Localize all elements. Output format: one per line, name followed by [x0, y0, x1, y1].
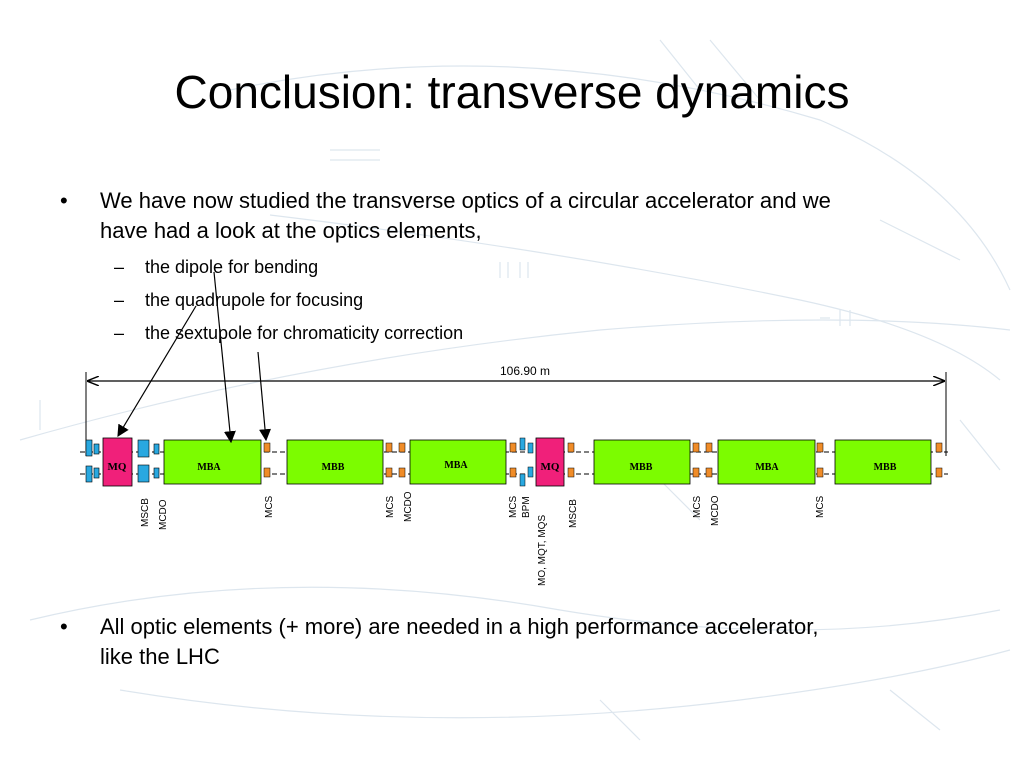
dipole-mba: [163, 439, 262, 485]
corrector-mqt: [527, 466, 534, 478]
bpm: [519, 473, 526, 487]
magnet-label: MBB: [322, 462, 345, 473]
corrector-mscb: [567, 467, 575, 478]
corrector-mcs: [385, 467, 393, 478]
sub-bullet-marker: –: [114, 257, 125, 277]
corrector-mcdo: [398, 442, 406, 453]
corrector-mcs: [263, 442, 271, 453]
corrector-mcs: [509, 467, 517, 478]
corrector-blue-left: [93, 467, 100, 479]
element-label: MCS: [508, 495, 519, 518]
element-label: MCS: [692, 495, 703, 518]
arrow-quadrupole-to-mq: [117, 305, 197, 438]
element-label: MCS: [815, 495, 826, 518]
corrector-blue-left: [85, 439, 93, 457]
corrector-mcdo: [705, 467, 713, 478]
corrector-mcs: [509, 442, 517, 453]
corrector-mcdo: [705, 442, 713, 453]
dipole-mbb: [593, 439, 691, 485]
corrector-mscb: [567, 442, 575, 453]
dimension-label: 106.90 m: [500, 364, 550, 378]
bullet-item: • All optic elements (+ more) are needed…: [60, 612, 980, 672]
dipole-mba: [717, 439, 816, 485]
bullet-item: • We have now studied the transverse opt…: [60, 186, 980, 246]
arrow-sextupole-to-mcs: [257, 351, 271, 442]
quadrupole-mq: [535, 437, 565, 487]
element-label: MCDO: [158, 499, 169, 530]
corrector-mcs: [385, 442, 393, 453]
corrector-mscb: [137, 464, 150, 483]
element-label: BPM: [521, 496, 532, 518]
corrector-mcs: [935, 467, 943, 478]
magnet-label: MQ: [541, 461, 560, 473]
sub-bullet-marker: –: [114, 290, 125, 310]
magnet-label: MBB: [630, 462, 653, 473]
bullet-text-line: like the LHC: [100, 644, 220, 669]
magnet-label: MBA: [755, 462, 779, 473]
element-label: MCS: [264, 495, 275, 518]
sub-item-text: the sextupole for chromaticity correctio…: [145, 323, 464, 343]
bullet-text: We have now studied the transverse optic…: [100, 186, 831, 246]
corrector-mcs: [935, 442, 943, 453]
bullet-marker: •: [60, 614, 68, 639]
sub-bullet-marker: –: [114, 323, 125, 343]
bullet-marker: •: [60, 188, 68, 213]
quadrupole-mq: [102, 437, 133, 487]
corrector-mcdo: [398, 467, 406, 478]
corrector-mscb: [137, 439, 150, 458]
bullet-text-line: We have now studied the transverse optic…: [100, 188, 831, 213]
dipole-mbb: [834, 439, 932, 485]
corrector-mcs: [816, 467, 824, 478]
sub-item-text: the quadrupole for focusing: [145, 290, 364, 310]
sub-item-text: the dipole for bending: [145, 257, 319, 277]
magnet-label: MBB: [874, 462, 897, 473]
corrector-mqt: [527, 442, 534, 454]
element-label: MSCB: [568, 499, 579, 528]
corrector-mcs: [263, 467, 271, 478]
corrector-blue-left: [85, 465, 93, 483]
bpm: [519, 437, 526, 451]
corrector-mcdo: [153, 443, 160, 455]
bullet-text-line: All optic elements (+ more) are needed i…: [100, 614, 819, 639]
bullet-text: All optic elements (+ more) are needed i…: [100, 612, 818, 672]
slide-title: Conclusion: transverse dynamics: [174, 66, 850, 118]
arrow-dipole-to-mba: [213, 271, 236, 444]
corrector-blue-left: [93, 443, 100, 455]
element-label: MO, MQT, MQS: [537, 515, 548, 586]
element-label: MCDO: [403, 491, 414, 522]
magnet-label: MBA: [444, 460, 468, 471]
element-label: MCS: [385, 495, 396, 518]
bullet-text-line: have had a look at the optics elements,: [100, 218, 482, 243]
corrector-mcs: [816, 442, 824, 453]
corrector-mcs: [692, 442, 700, 453]
corrector-mcdo: [153, 467, 160, 479]
dipole-mbb: [286, 439, 384, 485]
dipole-mba: [409, 439, 507, 485]
element-label: MSCB: [140, 498, 151, 527]
corrector-mcs: [692, 467, 700, 478]
magnet-label: MBA: [197, 462, 221, 473]
magnet-label: MQ: [108, 461, 127, 473]
element-label: MCDO: [710, 495, 721, 526]
